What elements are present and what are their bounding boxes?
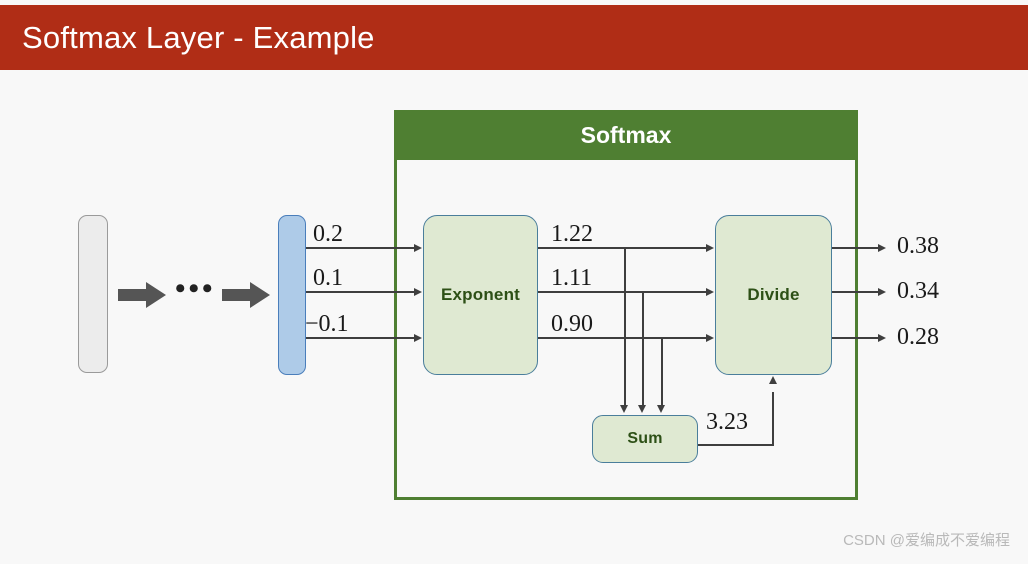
wire-branch-3 bbox=[661, 337, 663, 407]
wire-output-1 bbox=[832, 247, 880, 249]
arrowhead-logit-2-icon bbox=[414, 287, 422, 296]
arrowhead-output-2-icon bbox=[878, 287, 886, 296]
wire-output-3 bbox=[832, 337, 880, 339]
wire-logit-2 bbox=[306, 291, 415, 293]
arrowhead-branch-2-icon bbox=[638, 405, 646, 413]
divide-stage-box[interactable]: Divide bbox=[715, 215, 832, 375]
arrowhead-logit-1-icon bbox=[414, 243, 422, 252]
arrowhead-exp-3-icon bbox=[706, 333, 714, 342]
softmax-block-header: Softmax bbox=[394, 110, 858, 160]
output-value-1: 0.38 bbox=[897, 233, 939, 259]
watermark-text: CSDN @爱编成不爱编程 bbox=[843, 532, 1010, 549]
output-value-3: 0.28 bbox=[897, 324, 939, 350]
sum-value: 3.23 bbox=[706, 409, 748, 435]
wire-output-2 bbox=[832, 291, 880, 293]
wire-exp-2 bbox=[538, 291, 708, 293]
arrowhead-sum-out-icon bbox=[769, 376, 777, 384]
wire-sum-out-v bbox=[772, 392, 774, 445]
wire-exp-3 bbox=[538, 337, 708, 339]
wire-branch-2 bbox=[642, 291, 644, 407]
exponential-value-1: 1.22 bbox=[551, 221, 593, 247]
arrowhead-logit-3-icon bbox=[414, 333, 422, 342]
divide-stage-label: Divide bbox=[747, 285, 800, 304]
wire-logit-1 bbox=[306, 247, 415, 249]
output-value-2: 0.34 bbox=[897, 278, 939, 304]
softmax-header-label: Softmax bbox=[580, 122, 672, 148]
exponent-stage-label: Exponent bbox=[440, 285, 521, 304]
arrowhead-branch-3-icon bbox=[657, 405, 665, 413]
block-arrow-1-icon bbox=[118, 282, 166, 308]
wire-branch-1 bbox=[624, 247, 626, 407]
logit-value-2: 0.1 bbox=[313, 265, 343, 291]
logit-value-1: 0.2 bbox=[313, 221, 343, 247]
sum-stage-label: Sum bbox=[627, 430, 663, 447]
arrowhead-output-3-icon bbox=[878, 333, 886, 342]
wire-logit-3 bbox=[306, 337, 415, 339]
page-title: Softmax Layer - Example bbox=[22, 19, 375, 55]
logits-vector-bar bbox=[278, 215, 306, 375]
ellipsis-dots: ••• bbox=[175, 272, 216, 305]
block-arrow-2-icon bbox=[222, 282, 270, 308]
exponential-value-3: 0.90 bbox=[551, 311, 593, 337]
arrowhead-exp-1-icon bbox=[706, 243, 714, 252]
exponential-value-2: 1.11 bbox=[551, 265, 593, 291]
logit-value-3: −0.1 bbox=[305, 311, 349, 337]
arrowhead-branch-1-icon bbox=[620, 405, 628, 413]
input-vector-bar bbox=[78, 215, 108, 373]
exponent-stage-box[interactable]: Exponent bbox=[423, 215, 538, 375]
wire-exp-1 bbox=[538, 247, 708, 249]
arrowhead-output-1-icon bbox=[878, 243, 886, 252]
wire-sum-out-h bbox=[698, 444, 774, 446]
title-bar: Softmax Layer - Example bbox=[0, 5, 1028, 70]
sum-stage-box[interactable]: Sum bbox=[592, 415, 698, 463]
arrowhead-exp-2-icon bbox=[706, 287, 714, 296]
